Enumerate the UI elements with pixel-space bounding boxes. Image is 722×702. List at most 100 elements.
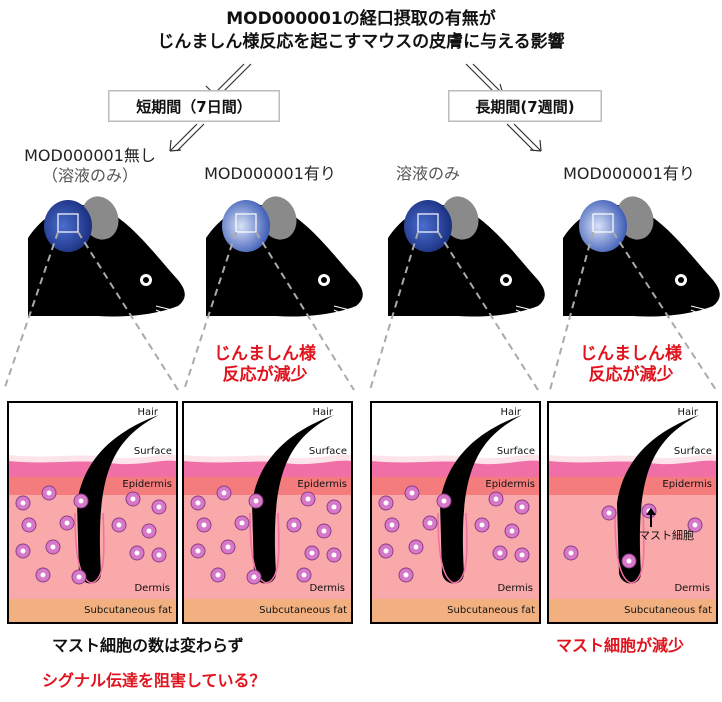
mast-cell xyxy=(326,499,342,515)
hair-label: Hair xyxy=(677,407,698,418)
mast-cell xyxy=(190,543,206,559)
period-long-label: 長期間(7週間) xyxy=(475,97,575,116)
ear-4 xyxy=(579,200,627,252)
mast-cell xyxy=(41,485,57,501)
surface-label: Surface xyxy=(308,446,347,457)
fat-label: Subcutaneous fat xyxy=(259,605,347,616)
mast-cell xyxy=(296,567,312,583)
mast-cell xyxy=(141,523,157,539)
mast-cell-arrow xyxy=(646,508,656,527)
mast-cell xyxy=(234,515,250,531)
skin-panel-3-drawing xyxy=(372,415,539,622)
fat-layer xyxy=(372,599,539,622)
fat-layer xyxy=(9,599,176,622)
mast-cell xyxy=(71,569,87,585)
mast-cell xyxy=(125,491,141,507)
mast-cell xyxy=(514,547,530,563)
skin-panel-2-drawing xyxy=(184,415,351,622)
fat-layer xyxy=(549,599,716,622)
condition-1-line-1: MOD000001無し xyxy=(24,146,156,165)
hair-label: Hair xyxy=(312,407,333,418)
ear-2 xyxy=(222,200,270,252)
mast-cell xyxy=(384,517,400,533)
fat-label: Subcutaneous fat xyxy=(84,605,172,616)
condition-3: 溶液のみ xyxy=(395,164,460,183)
mast-cell-label: マスト細胞 xyxy=(639,529,694,542)
mast-cell xyxy=(15,495,31,511)
mast-cell xyxy=(404,485,420,501)
mast-cell xyxy=(59,515,75,531)
surface-label: Surface xyxy=(133,446,172,457)
skin-panel-3: Hair Surface Epidermis Dermis Subcutaneo… xyxy=(370,401,541,624)
mast-cell xyxy=(378,495,394,511)
hair-label: Hair xyxy=(500,407,521,418)
effect-short-line-1: じんましん様 xyxy=(214,344,316,364)
mast-cell xyxy=(210,567,226,583)
hair-follicle xyxy=(77,415,159,584)
epidermis-label: Epidermis xyxy=(297,479,347,490)
mast-cell xyxy=(488,491,504,507)
condition-2: MOD000001有り xyxy=(204,164,336,183)
mast-cell xyxy=(35,567,51,583)
mast-cell xyxy=(436,493,452,509)
title-line-1: MOD000001の経口摂取の有無が xyxy=(226,9,496,29)
mast-cell xyxy=(190,495,206,511)
mast-cell xyxy=(398,567,414,583)
mast-cell xyxy=(492,545,508,561)
dermis-label: Dermis xyxy=(674,583,710,594)
mast-cell xyxy=(601,505,617,521)
mast-cell xyxy=(378,543,394,559)
surface-label: Surface xyxy=(496,446,535,457)
mast-cell xyxy=(563,545,579,561)
hair-follicle xyxy=(440,415,522,584)
mast-cell xyxy=(286,517,302,533)
mast-cell xyxy=(504,523,520,539)
mast-cell xyxy=(15,543,31,559)
mast-cell xyxy=(111,517,127,533)
mast-cell xyxy=(514,499,530,515)
skin-panel-2: Hair Surface Epidermis Dermis Subcutaneo… xyxy=(182,401,353,624)
mast-cell xyxy=(45,539,61,555)
mast-cell xyxy=(316,523,332,539)
mast-cell xyxy=(621,553,637,569)
fat-layer xyxy=(184,599,351,622)
mast-cell xyxy=(196,517,212,533)
condition-1-line-2: （溶液のみ） xyxy=(41,166,138,185)
mouse-illustrations xyxy=(3,190,722,391)
condition-4: MOD000001有り xyxy=(563,164,695,183)
mast-cell xyxy=(151,547,167,563)
fat-label: Subcutaneous fat xyxy=(447,605,535,616)
condition-1: MOD000001無し （溶液のみ） xyxy=(0,146,180,186)
mast-cell xyxy=(220,539,236,555)
period-short-box: 短期間（7日間） xyxy=(108,90,280,122)
effect-long: じんましん様 反応が減少 xyxy=(556,344,706,386)
dermis-label: Dermis xyxy=(309,583,345,594)
mast-cell xyxy=(422,515,438,531)
effect-short-line-2: 反応が減少 xyxy=(222,365,308,385)
surface-label: Surface xyxy=(673,446,712,457)
hair-follicle xyxy=(252,415,334,584)
effect-long-line-2: 反応が減少 xyxy=(588,365,674,385)
effect-long-line-1: じんましん様 xyxy=(580,344,682,364)
ear-3 xyxy=(404,200,452,252)
skin-panel-4: Hair Surface Epidermis Dermis Subcutaneo… xyxy=(547,401,718,624)
skin-panel-1-drawing xyxy=(9,415,176,622)
mast-cell xyxy=(129,545,145,561)
mast-cell xyxy=(151,499,167,515)
mast-cell xyxy=(73,493,89,509)
mast-cell xyxy=(408,539,424,555)
period-long-box: 長期間(7週間) xyxy=(448,90,602,122)
mast-cell xyxy=(304,545,320,561)
effect-short: じんましん様 反応が減少 xyxy=(190,344,340,386)
skin-panel-1: Hair Surface Epidermis Dermis Subcutaneo… xyxy=(7,401,178,624)
hair-follicle xyxy=(617,415,699,584)
dermis-label: Dermis xyxy=(497,583,533,594)
ear-1 xyxy=(44,200,92,252)
mast-cell xyxy=(474,517,490,533)
mast-cell xyxy=(326,547,342,563)
epidermis-label: Epidermis xyxy=(485,479,535,490)
epidermis-label: Epidermis xyxy=(122,479,172,490)
mast-cell xyxy=(246,569,262,585)
dermis-label: Dermis xyxy=(134,583,170,594)
flow-arrows xyxy=(169,63,542,152)
